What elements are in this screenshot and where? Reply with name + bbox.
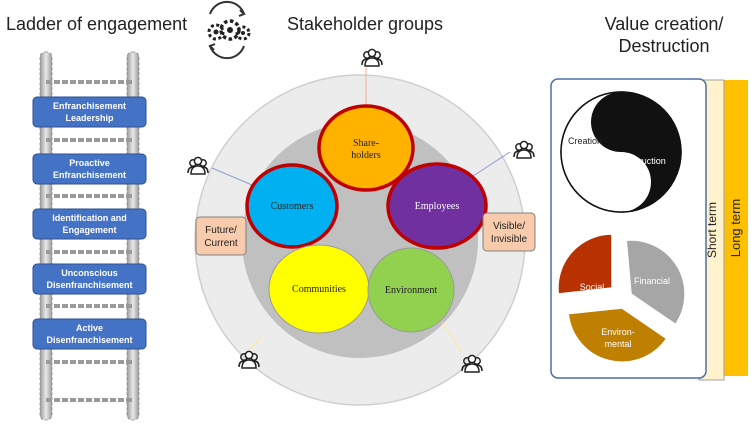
value-title-line2: Destruction bbox=[618, 36, 709, 56]
shareholders-line1: Share- bbox=[353, 138, 379, 149]
communities-circle: Communities bbox=[268, 244, 370, 334]
creation-label: Creation bbox=[568, 136, 602, 146]
rung-2-line2: Enfranchisement bbox=[53, 170, 126, 180]
rung-1-line1: Enfranchisement bbox=[53, 101, 126, 111]
financial-label: Financial bbox=[634, 276, 670, 286]
yin-yang-icon bbox=[560, 91, 682, 213]
environmental-slice bbox=[567, 307, 668, 363]
people-icon bbox=[238, 350, 260, 369]
value-title-line1: Value creation/ bbox=[605, 14, 724, 34]
employees-label: Employees bbox=[415, 201, 460, 212]
ladder-title: Ladder of engagement bbox=[6, 14, 187, 34]
long-term-label: Long term bbox=[728, 199, 743, 258]
customers-circle: Customers bbox=[245, 163, 339, 249]
rung-1-line2: Leadership bbox=[65, 113, 114, 123]
rung-2-line1: Proactive bbox=[69, 158, 110, 168]
people-icon bbox=[187, 156, 209, 175]
shareholders-line2: holders bbox=[351, 150, 381, 161]
rung-4-line1: Unconscious bbox=[61, 268, 118, 278]
ladder-rung-5: Active Disenfranchisement bbox=[32, 318, 147, 350]
long-term-bar bbox=[722, 80, 748, 376]
visible-invisible-note: Visible/ Invisible bbox=[482, 212, 536, 252]
connector-lines bbox=[211, 68, 511, 353]
rung-5-line2: Disenfranchisement bbox=[46, 335, 132, 345]
gears-icon bbox=[207, 0, 251, 60]
people-icon bbox=[513, 140, 535, 159]
environment-circle: Environment bbox=[367, 247, 455, 333]
value-pie bbox=[557, 233, 686, 363]
environmental-line1: Environ- bbox=[601, 327, 635, 337]
ladder-rung-2: Proactive Enfranchisement bbox=[32, 153, 147, 185]
employees-circle: Employees bbox=[386, 162, 488, 250]
ladder-rung-4: Unconscious Disenfranchisement bbox=[32, 263, 147, 295]
short-term-label: Short term bbox=[705, 202, 719, 258]
rung-3-line2: Engagement bbox=[62, 225, 116, 235]
financial-slice bbox=[625, 239, 686, 326]
future-current-line2: Current bbox=[204, 238, 238, 249]
future-current-line1: Future/ bbox=[205, 225, 237, 236]
social-label: Social bbox=[580, 282, 605, 292]
environment-label: Environment bbox=[385, 285, 437, 296]
stakeholders-title: Stakeholder groups bbox=[287, 14, 443, 34]
social-slice bbox=[557, 233, 613, 295]
customers-label: Customers bbox=[271, 201, 314, 212]
people-icon bbox=[361, 48, 383, 67]
visible-invisible-line1: Visible/ bbox=[493, 221, 525, 232]
environmental-line2: mental bbox=[604, 339, 631, 349]
ladder-rung-3: Identification and Engagement bbox=[32, 208, 147, 240]
shareholders-circle: Share- holders bbox=[317, 104, 415, 192]
rung-4-line2: Disenfranchisement bbox=[46, 280, 132, 290]
rung-3-line1: Identification and bbox=[52, 213, 127, 223]
communities-label: Communities bbox=[292, 284, 346, 295]
destruction-label: Destruction bbox=[620, 156, 666, 166]
future-current-note: Future/ Current bbox=[195, 216, 247, 256]
people-icon bbox=[461, 354, 483, 373]
rung-5-line1: Active bbox=[76, 323, 103, 333]
visible-invisible-line2: Invisible bbox=[491, 234, 528, 245]
ladder-rung-1: Enfranchisement Leadership bbox=[32, 96, 147, 128]
